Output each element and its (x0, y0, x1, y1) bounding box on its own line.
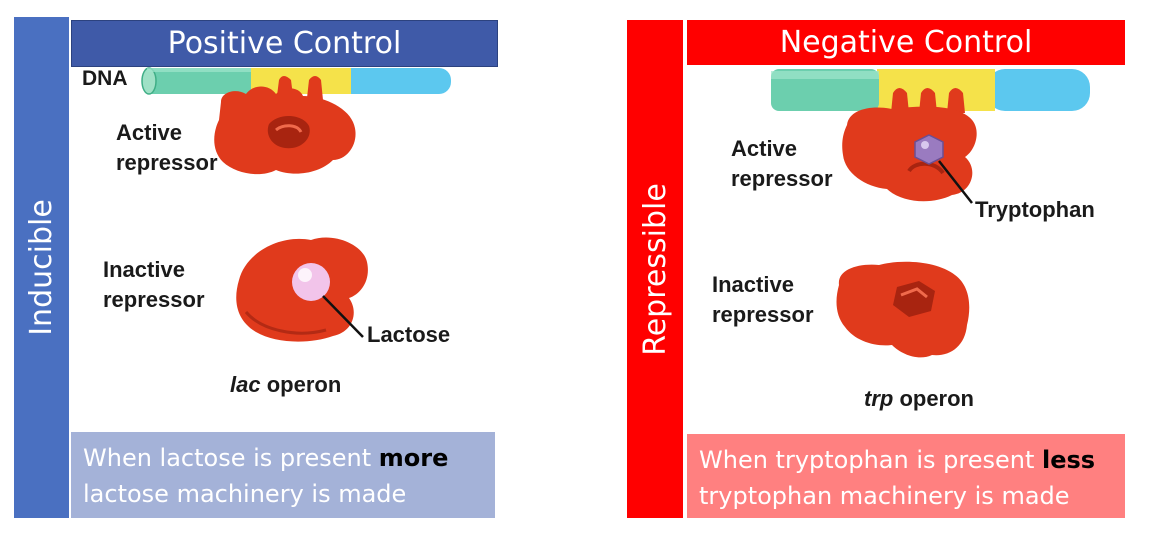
positive-control-title: Positive Control (167, 26, 402, 61)
lactose-pointer (322, 295, 364, 338)
inactive-repressor-label: Inactive repressor (712, 272, 814, 327)
negative-control-header: Negative Control (687, 20, 1125, 65)
active-repressor-label: Active repressor (731, 136, 833, 191)
dna-label: DNA (82, 67, 128, 90)
inactive-repressor-label: Inactive repressor (103, 257, 205, 312)
inactive-repressor-shape (836, 261, 970, 358)
trp-operon-illustration (771, 69, 1090, 358)
lactose-label: Lactose (367, 322, 451, 347)
active-repressor-label: Active repressor (116, 120, 218, 175)
emphasis-less: less (1042, 446, 1096, 474)
lactose-caption: When lactose is present more lactose mac… (71, 432, 495, 518)
active-repressor-shape (214, 76, 356, 175)
tryptophan-label: Tryptophan (975, 197, 1095, 222)
dna-strand (141, 67, 451, 95)
trp-operon-label: trp operon (864, 386, 974, 411)
lactose-molecule (292, 263, 330, 301)
tryptophan-caption: When tryptophan is present less tryptoph… (687, 434, 1125, 518)
tryptophan-molecule (914, 134, 944, 165)
inducible-side-bar: Inducible (14, 17, 69, 518)
active-repressor-shape (842, 88, 977, 202)
repressible-side-bar: Repressible (627, 20, 683, 518)
emphasis-more: more (378, 444, 449, 472)
negative-control-title: Negative Control (779, 25, 1033, 60)
repressible-label: Repressible (637, 182, 673, 356)
lac-operon-label: lac operon (230, 372, 342, 397)
lac-operon-illustration (141, 67, 451, 342)
positive-control-header: Positive Control (71, 20, 498, 67)
tryptophan-pointer (938, 160, 973, 204)
inducible-label: Inducible (24, 199, 59, 336)
